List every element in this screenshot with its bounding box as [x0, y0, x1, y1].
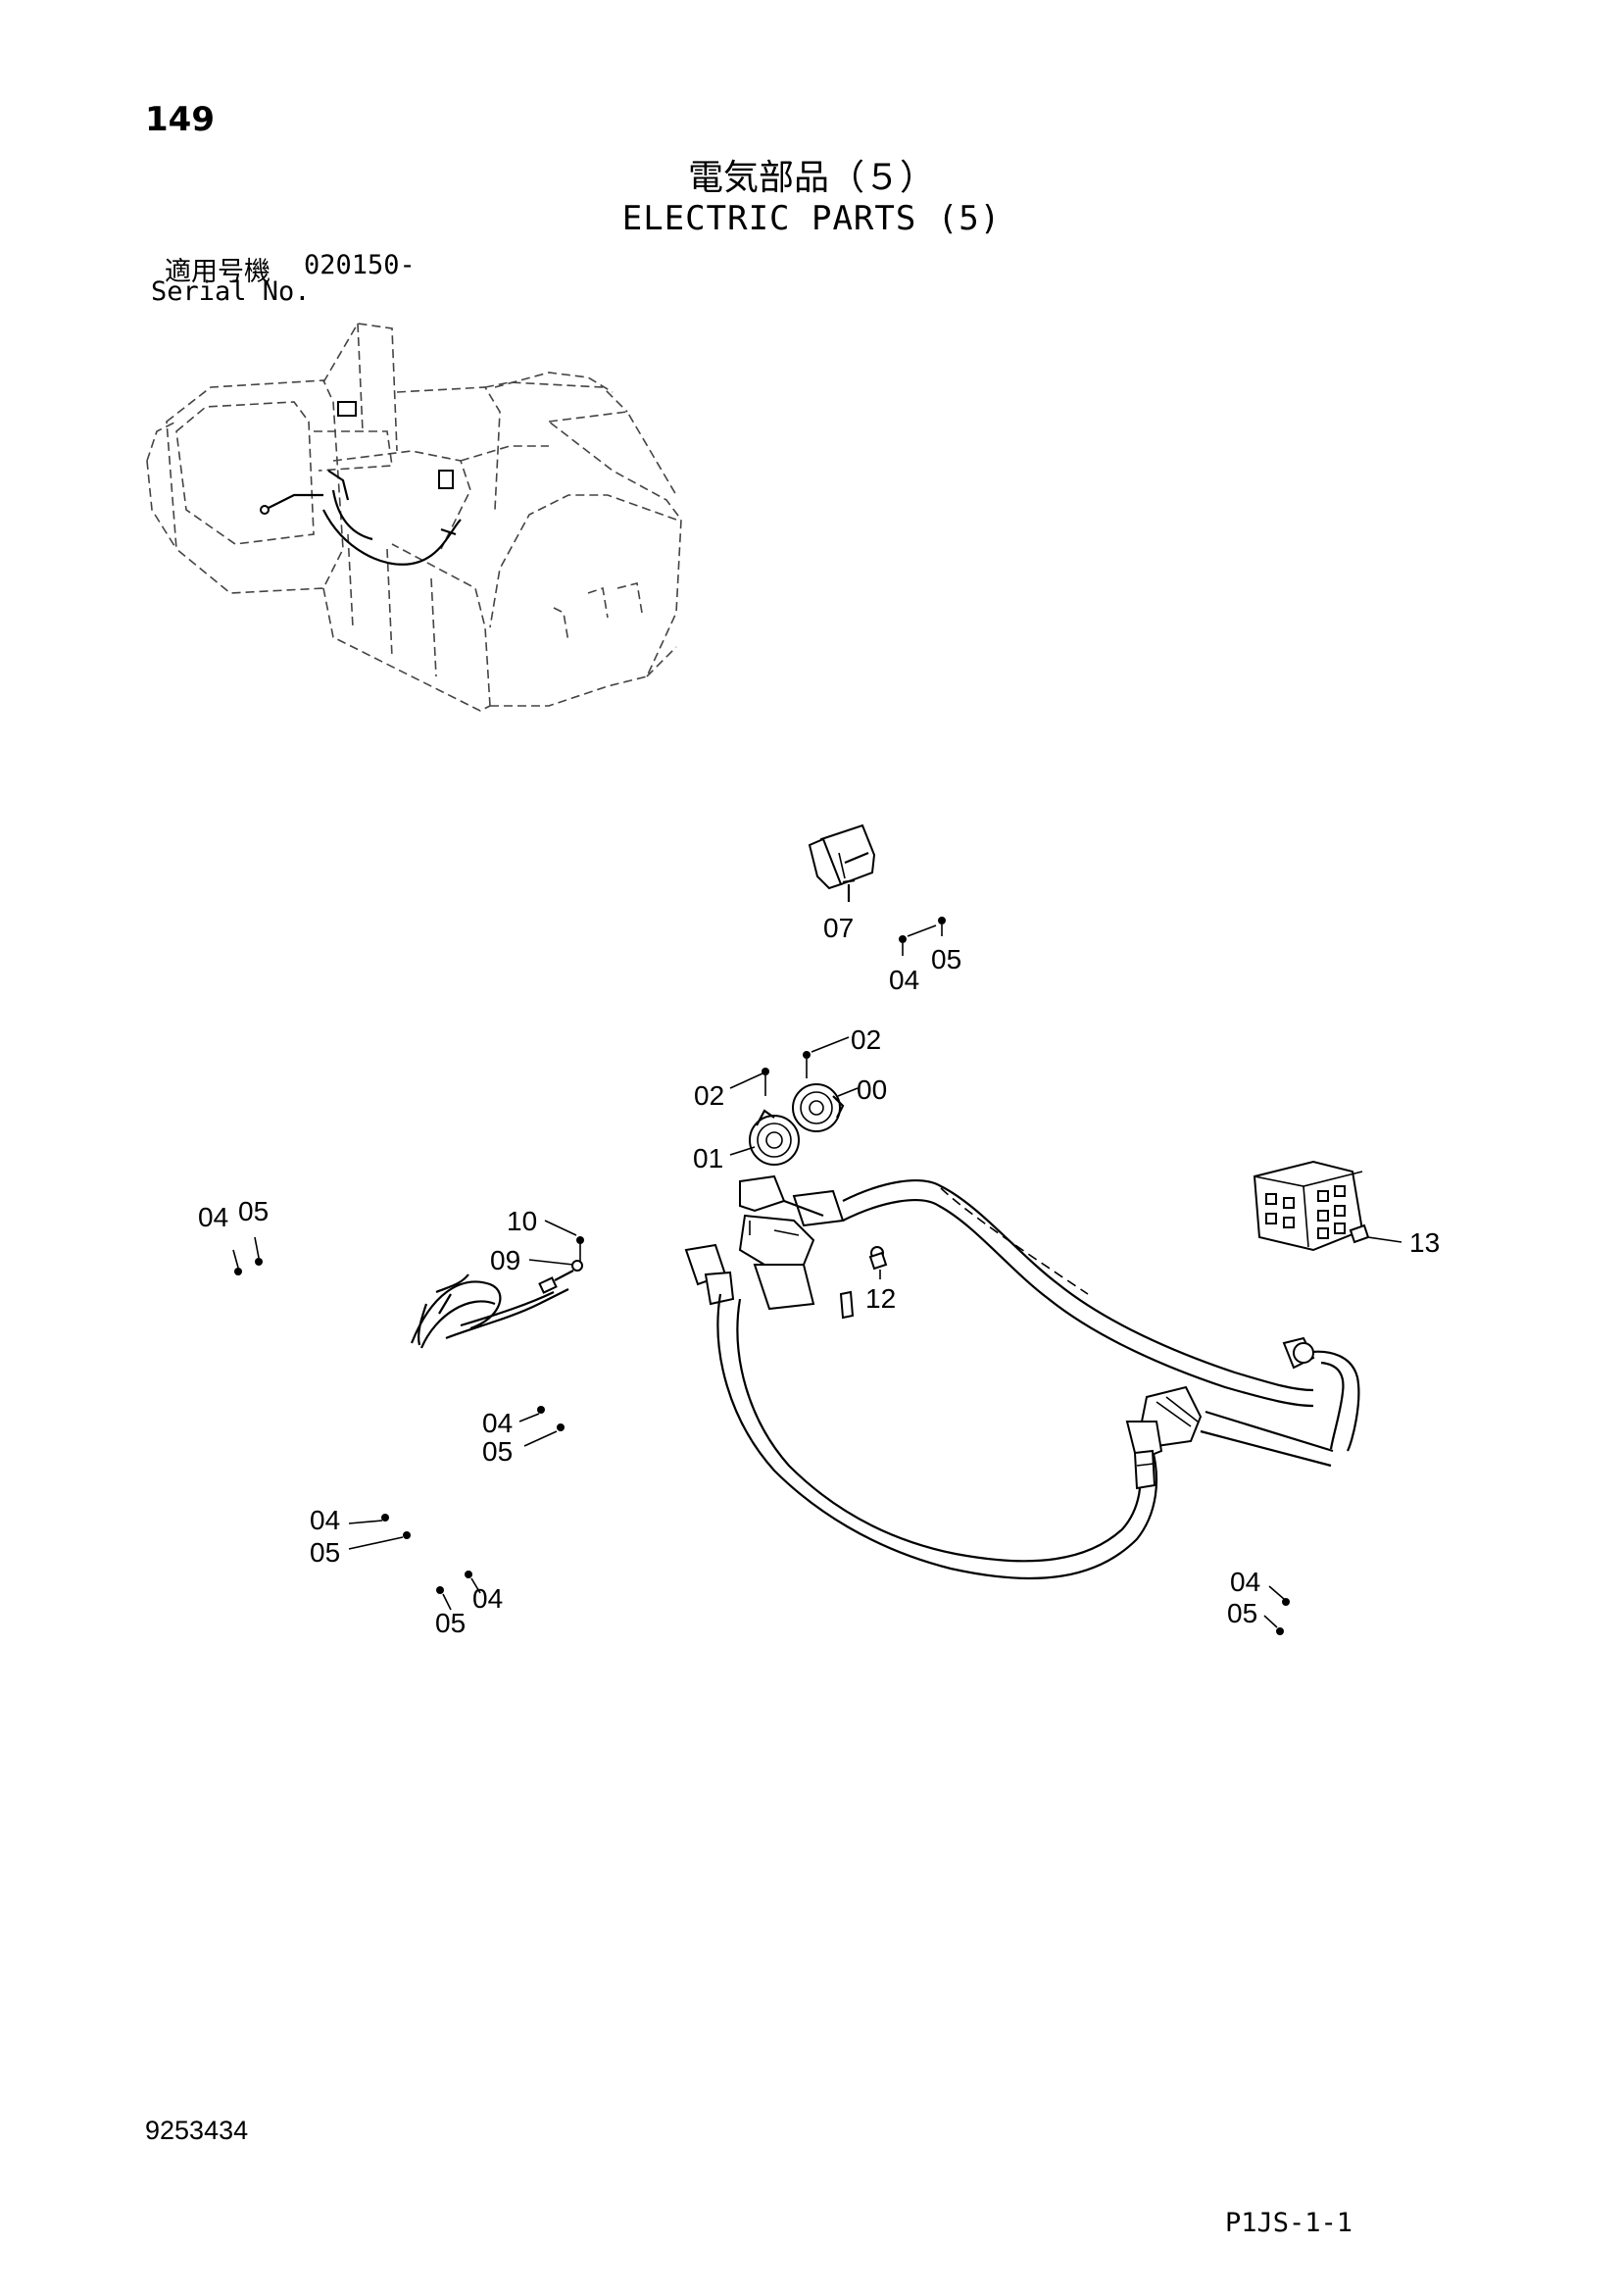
fuse-box-part [1253, 1160, 1370, 1252]
callout-04-bottom: 04 [472, 1583, 503, 1614]
grommet-part [868, 1246, 888, 1271]
horn-part [749, 1051, 845, 1166]
callout-05-lower-left: 05 [310, 1537, 340, 1568]
wiring-harness-part [410, 1236, 584, 1349]
callout-05-left: 05 [238, 1196, 269, 1226]
serial-number-value: 020150- [304, 250, 416, 280]
leader-02-left [729, 1073, 763, 1089]
callout-09: 09 [490, 1245, 520, 1275]
callout-05-mid: 05 [482, 1436, 513, 1467]
callout-04-mid: 04 [482, 1408, 513, 1438]
leader-09 [528, 1259, 574, 1266]
bolt-washer-group-5 [436, 1571, 481, 1611]
bolt-washer-group-3 [518, 1406, 565, 1447]
bolt-washer-group-4 [348, 1514, 411, 1550]
page-code: P1JS-1-1 [1225, 2208, 1353, 2238]
callout-12: 12 [865, 1283, 896, 1314]
bolt-washer-group-1 [899, 917, 946, 956]
bolt-washer-group-6 [1263, 1585, 1290, 1635]
callout-02-top: 02 [851, 1024, 881, 1055]
work-light-part [808, 824, 876, 902]
callout-07: 07 [823, 913, 854, 943]
serial-label-english: Serial No. [151, 276, 311, 307]
leader-13 [1367, 1236, 1402, 1243]
leader-01 [729, 1146, 756, 1156]
callout-00: 00 [857, 1074, 887, 1105]
callout-04-left: 04 [198, 1202, 228, 1232]
page-title-english: ELECTRIC PARTS (5) [621, 199, 1002, 238]
page-title-japanese: 電気部品（５） [687, 158, 935, 198]
page-number: 149 [145, 100, 215, 139]
machine-overview-illustration [146, 323, 682, 712]
callout-04-light: 04 [889, 965, 919, 995]
callout-05-right: 05 [1227, 1598, 1257, 1628]
callout-13: 13 [1409, 1227, 1440, 1258]
leader-02-top [811, 1036, 850, 1053]
callout-04-lower-left: 04 [310, 1505, 340, 1535]
leader-10 [544, 1220, 577, 1236]
main-wire-harness-part [684, 1174, 1360, 1580]
callout-02-left: 02 [694, 1080, 724, 1111]
document-number: 9253434 [145, 2116, 249, 2145]
bolt-washer-group-2 [232, 1236, 263, 1275]
callout-04-right: 04 [1230, 1567, 1260, 1597]
leader-00 [837, 1087, 859, 1097]
callout-01: 01 [693, 1143, 723, 1173]
serial-label-japanese: 適用号機 [165, 257, 270, 287]
callout-05-bottom: 05 [435, 1608, 466, 1638]
callout-05-light: 05 [931, 944, 961, 974]
callout-10: 10 [507, 1206, 537, 1236]
